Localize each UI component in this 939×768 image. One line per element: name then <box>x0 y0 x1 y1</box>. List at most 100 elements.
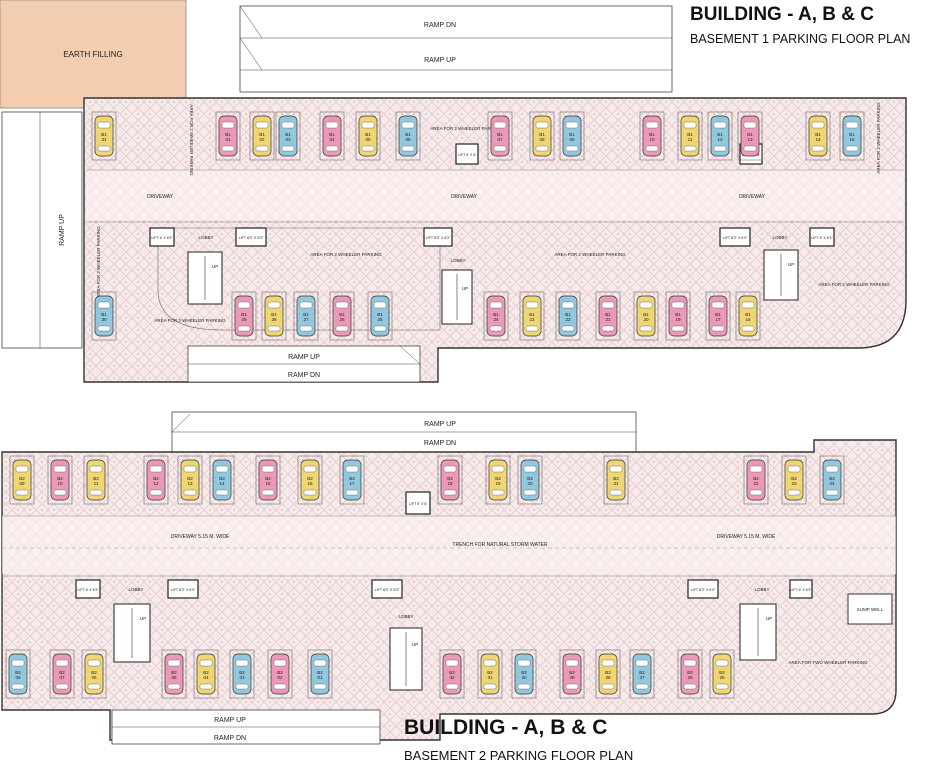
svg-text:LIFT 8'3" X 6'3": LIFT 8'3" X 6'3" <box>239 236 264 240</box>
svg-text:LIFT 6' X 6'3": LIFT 6' X 6'3" <box>151 236 173 240</box>
svg-text:UP: UP <box>766 616 772 621</box>
b2-ramp-up-bottom-label: RAMP UP <box>214 717 246 724</box>
b2-lobby-label-3: LOBBY <box>754 587 769 592</box>
b2-lobby-label-1: LOBBY <box>128 587 143 592</box>
b1-staircase-2: UP <box>441 269 473 325</box>
svg-text:LIFT 6' X 6': LIFT 6' X 6' <box>409 502 427 506</box>
b1-lift-5: LIFT 6' X 6'3" <box>809 227 835 247</box>
earth-filling-area <box>0 0 187 109</box>
b2-lift-2: LIFT 8'3" X 6'3" <box>167 579 199 599</box>
b1-subtitle: BASEMENT 1 PARKING FLOOR PLAN <box>690 32 911 46</box>
b2-trench-label: TRENCH FOR NATURAL STORM WATER <box>452 542 548 548</box>
b1-2wheeler-label-7: AREA FOR 2 WHEELER PARKING <box>96 226 101 298</box>
b2-sump-well <box>847 593 893 625</box>
svg-text:LIFT 6' X 6': LIFT 6' X 6' <box>458 153 476 157</box>
svg-text:LIFT 8'3" X 6'3": LIFT 8'3" X 6'3" <box>171 588 196 592</box>
b1-ramp-up-bottom-label: RAMP UP <box>288 354 320 361</box>
b2-staircase-2: UP <box>389 627 423 691</box>
svg-text:UP: UP <box>462 286 468 291</box>
b1-2wheeler-label-5: AREA FOR 2 WHEELER PARKING <box>154 318 226 323</box>
b1-2wheeler-label-6: AREA FOR 2 WHEELER PARKING <box>189 104 194 176</box>
svg-text:LIFT 8'3" X 6'3": LIFT 8'3" X 6'3" <box>426 236 451 240</box>
b2-driveway-label-2: DRIVEWAY 5.15 M. WIDE <box>717 534 776 540</box>
b1-lobby-label-2: LOBBY <box>772 235 787 240</box>
b1-ramp-side <box>1 111 83 349</box>
basement-2-plan: RAMP UP RAMP DN DRIVEWAY 5.15 M. WIDE DR… <box>1 411 897 745</box>
b2-lobby-label-2: LOBBY <box>398 614 413 619</box>
b1-ramp-up-top-label: RAMP UP <box>424 57 456 64</box>
b1-driveway-label-1: DRIVEWAY <box>147 194 174 200</box>
b1-lift-3: LIFT 8'3" X 6'3" <box>423 227 453 247</box>
b1-lift-6: LIFT 6' X 6' <box>455 143 479 165</box>
